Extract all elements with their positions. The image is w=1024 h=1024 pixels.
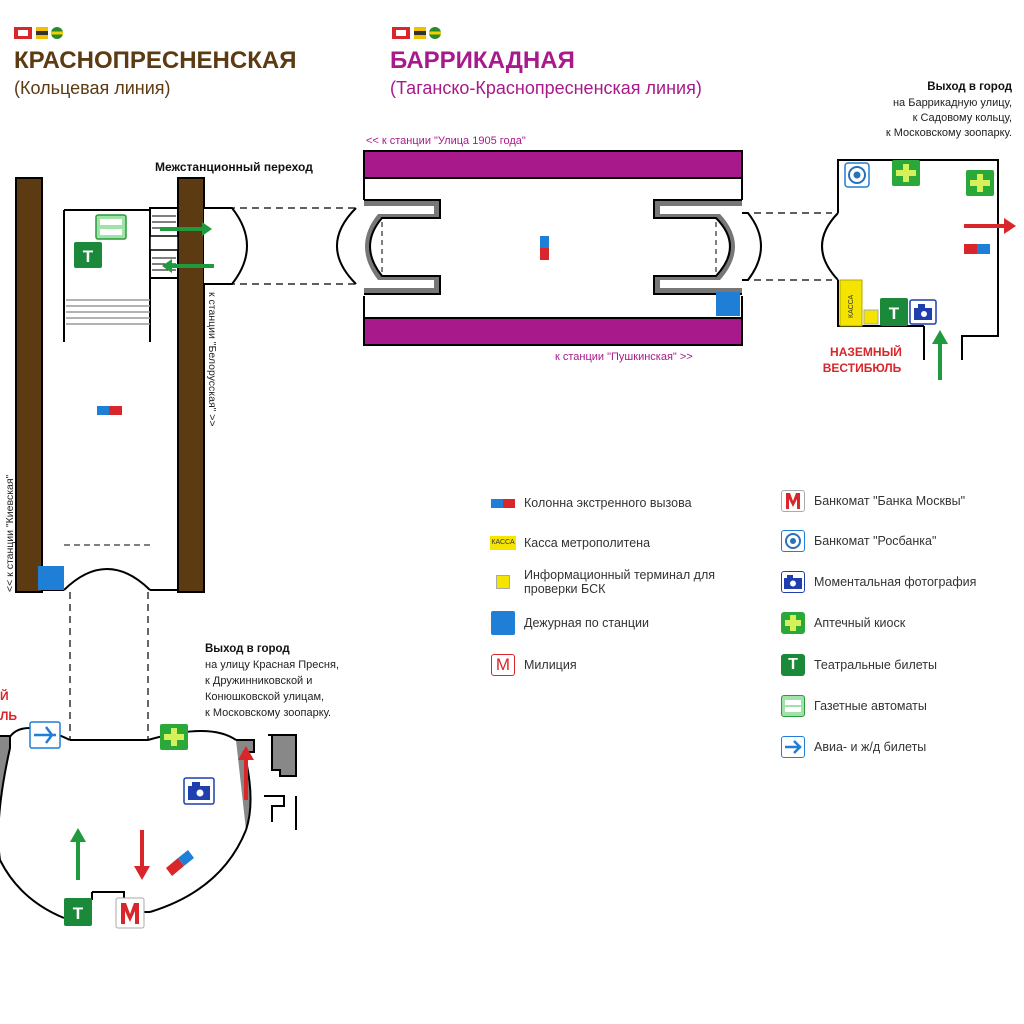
- photo-booth-icon: [183, 777, 215, 805]
- to-belorusskaya-label: к станции "Белорусская" >>: [206, 292, 218, 427]
- escalator-tunnel-bottom: [69, 592, 149, 741]
- left-cut-label-2: ЛЬ: [0, 709, 17, 723]
- legend-item: Газетные автоматы: [780, 695, 927, 717]
- station-duty-icon: [490, 611, 516, 635]
- transfer-label: Межстанционный переход: [155, 160, 313, 174]
- ground-vestibule-label-2: ВЕСТИБЮЛЬ: [823, 361, 902, 375]
- info-terminal-icon: [863, 309, 879, 325]
- svg-text:к Садовому кольцу,: к Садовому кольцу,: [913, 112, 1012, 124]
- theater-tickets-icon: T: [64, 898, 92, 926]
- ticket-office-icon: КАССА: [839, 279, 863, 327]
- legend-item: Банкомат "Росбанка": [780, 530, 936, 552]
- ticket-office-icon: КАССА: [490, 532, 516, 554]
- legend-item: T Театральные билеты: [780, 654, 937, 676]
- emergency-call-icon: [540, 236, 549, 260]
- photo-booth-icon: [909, 299, 937, 325]
- legend-item: Моментальная фотография: [780, 571, 976, 593]
- svg-text:к Московскому зоопарку.: к Московскому зоопарку.: [205, 707, 331, 719]
- air-rail-tickets-icon: [29, 721, 61, 749]
- svg-text:на улицу Красная Пресня,: на улицу Красная Пресня,: [205, 659, 339, 671]
- station-subtitle-right: (Таганско-Краснопресненская линия): [390, 78, 702, 98]
- barrikadnaya-platform: [363, 150, 743, 346]
- ground-vestibule-label-1: НАЗЕМНЫЙ: [830, 344, 902, 359]
- legend-item: Аптечный киоск: [780, 612, 905, 634]
- tkl-line-icons: [392, 27, 441, 39]
- atm-rosbank-icon: [844, 162, 870, 188]
- atm-rosbank-icon: [780, 530, 806, 552]
- legend: Колонна экстренного вызова КАССА Касса м…: [490, 488, 1024, 778]
- svg-text:Выход в город: Выход в город: [927, 81, 1012, 93]
- legend-item: Банкомат "Банка Москвы": [780, 490, 965, 512]
- transfer-arrows: [160, 222, 214, 273]
- emergency-call-icon: [166, 850, 194, 876]
- station-duty-icon: [38, 566, 64, 590]
- krasnopresnenskaya-platform: [15, 177, 205, 593]
- theater-tickets-icon: T: [780, 654, 806, 676]
- svg-text:к Московскому зоопарку.: к Московскому зоопарку.: [886, 127, 1012, 139]
- legend-item: Авиа- и ж/д билеты: [780, 736, 926, 758]
- station-duty-icon: [716, 292, 740, 316]
- entrance-arrow-green: [932, 330, 948, 380]
- exit-arrow-red: [964, 218, 1016, 234]
- svg-text:T: T: [83, 247, 94, 266]
- info-terminal-icon: [490, 571, 516, 593]
- exit-bottom-text: Выход в город на улицу Красная Пресня, к…: [205, 643, 339, 719]
- exit-arrow-red: [134, 830, 150, 880]
- exit-right-text: Выход в город на Баррикадную улицу, к Са…: [886, 81, 1013, 139]
- transfer-passage: [204, 207, 357, 285]
- theater-tickets-icon: T: [74, 242, 102, 268]
- station-title-left: КРАСНОПРЕСНЕНСКАЯ: [14, 47, 296, 74]
- pharmacy-icon: [966, 170, 994, 196]
- legend-item: Дежурная по станции: [490, 611, 649, 635]
- legend-item: M Милиция: [490, 654, 577, 676]
- emergency-call-icon: [964, 244, 990, 254]
- newspaper-machine-icon: [780, 695, 806, 717]
- exit-arrow-red: [238, 746, 254, 800]
- koltsevaya-line-icons: [14, 27, 63, 39]
- theater-tickets-icon: T: [880, 298, 908, 326]
- svg-text:к Дружинниковской и: к Дружинниковской и: [205, 675, 312, 687]
- pharmacy-icon: [892, 160, 920, 186]
- left-cut-label-1: Й: [0, 688, 9, 703]
- emergency-call-icon: [490, 492, 516, 514]
- legend-item: Информационный терминал для проверки БСК: [490, 568, 750, 596]
- legend-item: КАССА Касса метрополитена: [490, 532, 650, 554]
- svg-text:КАССА: КАССА: [848, 294, 855, 318]
- svg-text:Конюшковской улицам,: Конюшковской улицам,: [205, 691, 324, 703]
- newspaper-machine-icon: [95, 214, 127, 240]
- svg-text:Выход в город: Выход в город: [205, 643, 290, 655]
- svg-text:T: T: [73, 904, 84, 923]
- exit-passage: [742, 212, 839, 281]
- emergency-call-icon: [97, 406, 122, 415]
- entrance-arrow-green: [70, 828, 86, 880]
- station-subtitle-left: (Кольцевая линия): [14, 78, 171, 98]
- police-icon: M: [490, 654, 516, 676]
- to-1905-label: << к станции "Улица 1905 года": [366, 135, 526, 147]
- svg-text:на Баррикадную улицу,: на Баррикадную улицу,: [893, 97, 1012, 109]
- atm-bank-moscow-icon: [115, 897, 145, 929]
- station-title-right: БАРРИКАДНАЯ: [390, 47, 575, 74]
- pharmacy-icon: [780, 612, 806, 634]
- air-rail-tickets-icon: [780, 736, 806, 758]
- to-kievskaya-label: << к станции "Киевская": [4, 474, 16, 592]
- photo-booth-icon: [780, 571, 806, 593]
- to-pushkinskaya-label: к станции "Пушкинская" >>: [555, 351, 693, 363]
- legend-item: Колонна экстренного вызова: [490, 492, 692, 514]
- svg-text:T: T: [889, 304, 900, 323]
- pharmacy-icon: [160, 724, 188, 750]
- atm-bank-moscow-icon: [780, 490, 806, 512]
